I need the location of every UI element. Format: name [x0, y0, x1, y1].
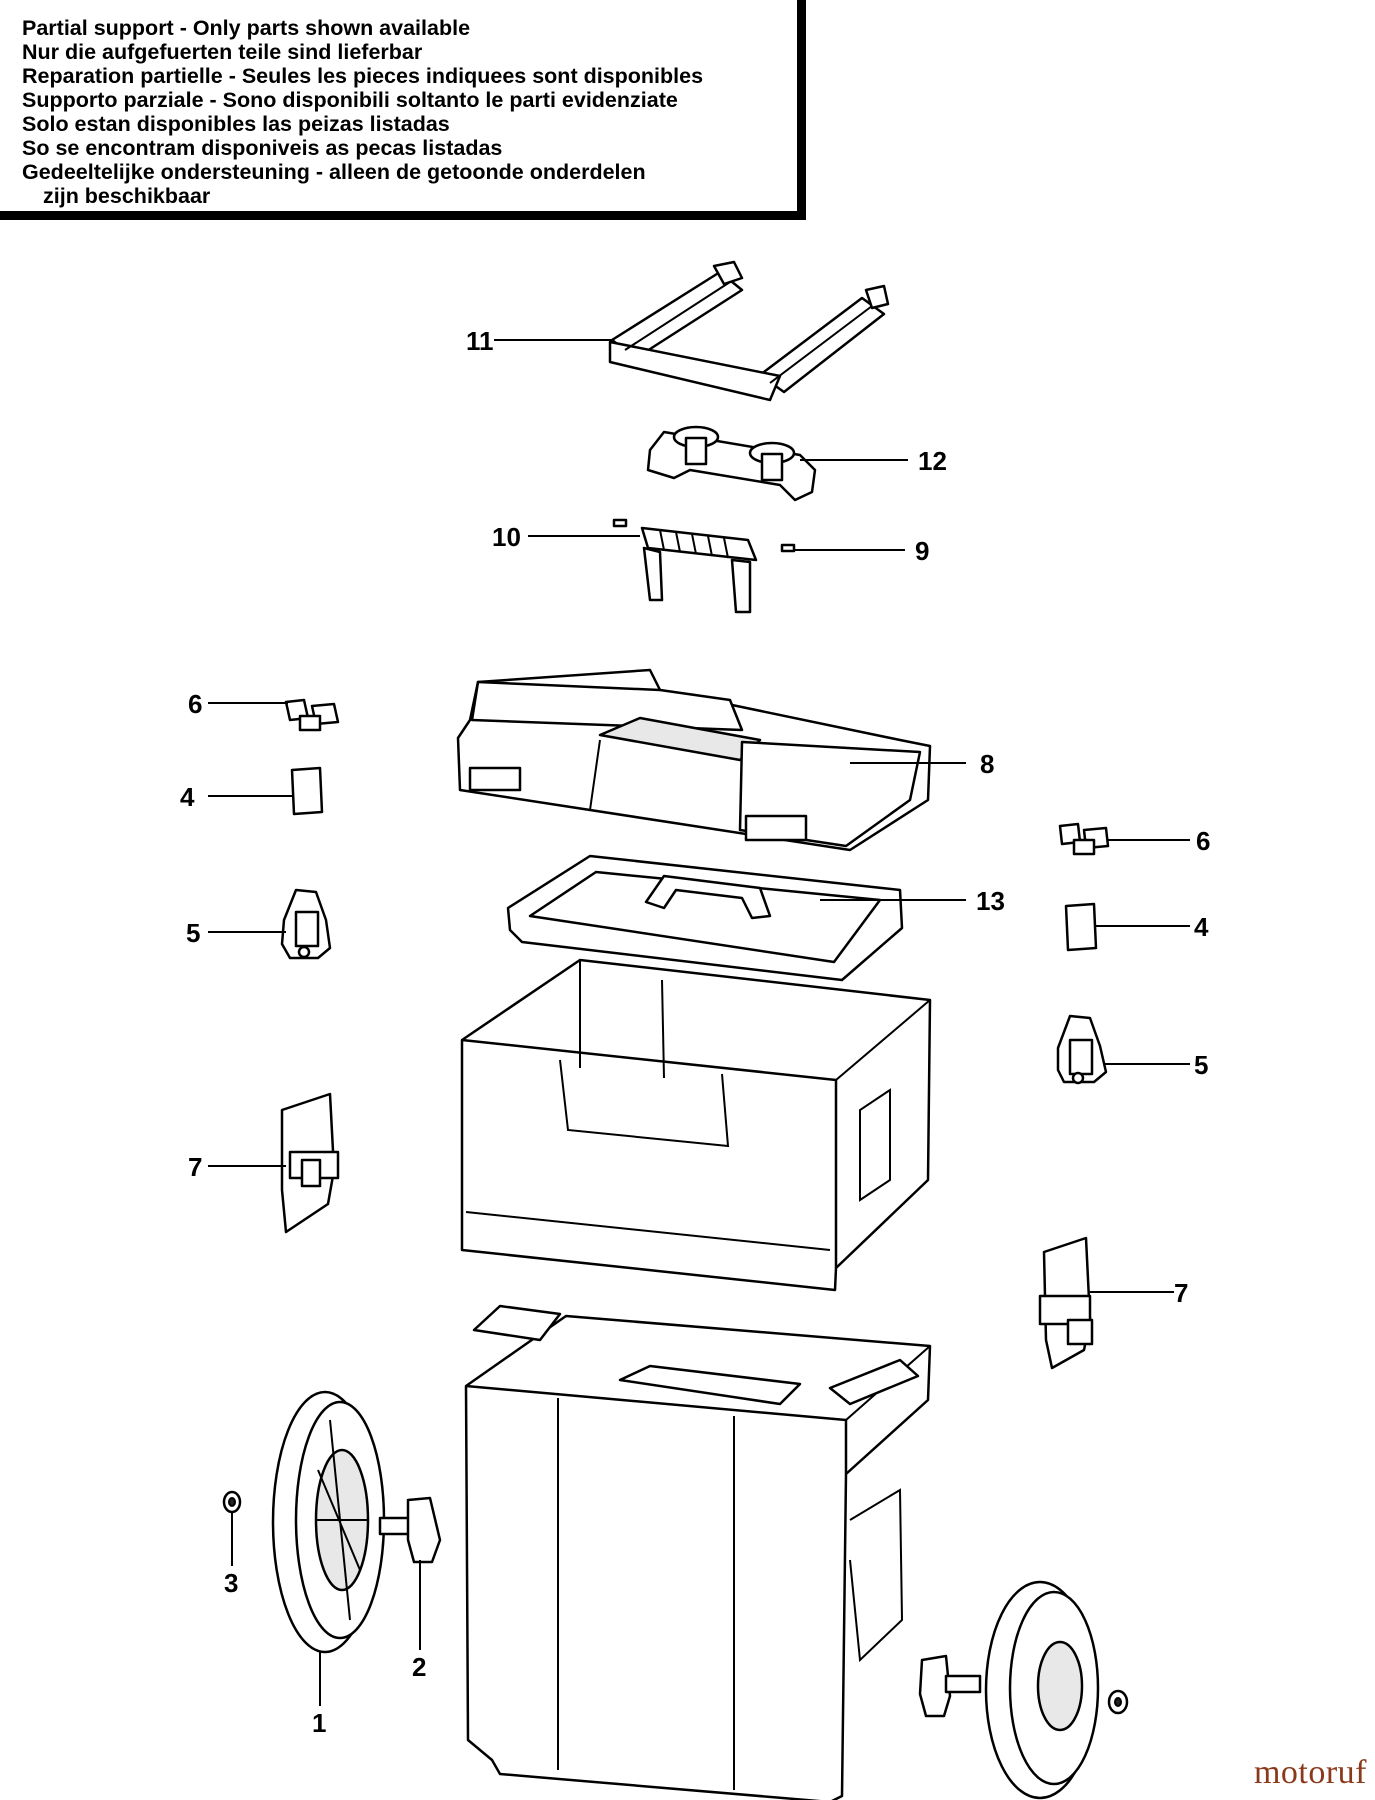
part-side-latch-left: [280, 1092, 340, 1234]
callout-9: 9: [915, 536, 929, 566]
callout-7-left: 7: [188, 1152, 202, 1182]
callout-4-right: 4: [1194, 912, 1209, 942]
notice-line-nl: Gedeeltelijke ondersteuning - alleen de …: [22, 160, 646, 184]
callout-11: 11: [466, 326, 494, 356]
part-latch-right: [1056, 1014, 1108, 1085]
part-clip-left: [284, 698, 340, 732]
notice-line-fr: Reparation partielle - Seules les pieces…: [22, 64, 704, 88]
callout-1: 1: [312, 1708, 326, 1738]
notice-line-nl-cont: zijn beschikbaar: [43, 184, 211, 208]
part-lower-box: [464, 1304, 932, 1800]
part-telescopic-handle: [608, 260, 890, 402]
part-carry-handle: [612, 518, 758, 614]
part-nut-right: [1107, 1689, 1129, 1715]
callout-4-left: 4: [180, 782, 195, 812]
part-wheel-right: [984, 1580, 1100, 1800]
part-nut: [222, 1490, 242, 1514]
part-pad-right: [1064, 902, 1098, 952]
part-handle-mount: [646, 425, 817, 502]
callout-2: 2: [412, 1652, 426, 1682]
part-clip-right: [1058, 822, 1110, 856]
notice-line-it: Supporto parziale - Sono disponibili sol…: [22, 88, 678, 112]
callout-8: 8: [980, 749, 994, 779]
watermark-logo: motoruf: [1253, 1754, 1367, 1791]
notice-line-pt: So se encontram disponiveis as pecas lis…: [22, 136, 503, 160]
part-pin: [780, 543, 796, 553]
part-wheel-left: [271, 1390, 386, 1654]
callout-5-left: 5: [186, 918, 200, 948]
notice-line-es: Solo estan disponibles las peizas listad…: [22, 112, 450, 136]
callout-6-right: 6: [1196, 826, 1210, 856]
part-lid: [456, 668, 932, 852]
callout-10: 10: [492, 522, 521, 552]
notice-line-de: Nur die aufgefuerten teile sind lieferba…: [22, 40, 423, 64]
part-axle-bracket-right: [918, 1654, 982, 1718]
callout-7-right: 7: [1174, 1278, 1188, 1308]
callout-12: 12: [918, 446, 947, 476]
availability-notice-box: Partial support - Only parts shown avail…: [0, 0, 806, 220]
callout-13: 13: [976, 886, 1005, 916]
notice-lines: Partial support - Only parts shown avail…: [22, 16, 703, 208]
part-tray: [506, 854, 904, 982]
part-pad-left: [290, 766, 324, 816]
part-latch-left: [280, 888, 332, 960]
part-axle-bracket-left: [378, 1496, 442, 1564]
notice-line-en: Partial support - Only parts shown avail…: [22, 16, 471, 40]
part-side-latch-right: [1038, 1236, 1094, 1370]
part-upper-box: [460, 958, 932, 1292]
callout-3: 3: [224, 1568, 238, 1598]
callout-5-right: 5: [1194, 1050, 1208, 1080]
callout-6-left: 6: [188, 689, 202, 719]
